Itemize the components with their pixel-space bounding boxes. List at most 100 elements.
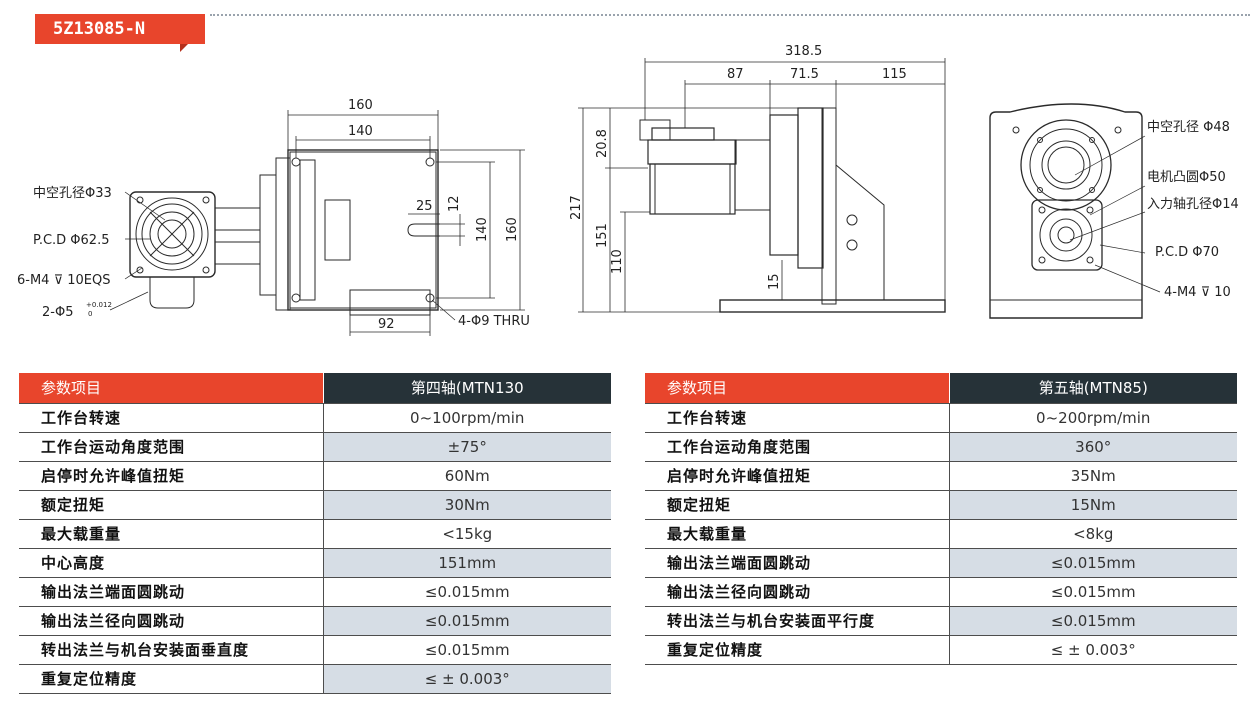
- param-value: 360°: [948, 432, 1237, 462]
- param-value: ≤0.015mm: [948, 577, 1237, 607]
- param-value: 30Nm: [322, 490, 611, 520]
- header-dotted-line: [210, 14, 1250, 16]
- callout-pin-tol-lower: 0: [88, 310, 92, 318]
- param-value: ≤ ± 0.003°: [322, 664, 611, 694]
- param-label: 额定扭矩: [645, 490, 949, 520]
- param-label: 重复定位精度: [645, 635, 949, 665]
- param-value: ±75°: [322, 432, 611, 462]
- param-label: 工作台运动角度范围: [19, 432, 323, 462]
- param-value: 0~100rpm/min: [322, 403, 611, 433]
- callout-4-phi9-thru: 4-Φ9 THRU: [458, 314, 530, 329]
- table-row: 输出法兰径向圆跳动≤0.015mm: [19, 606, 611, 636]
- header-param: 参数项目: [645, 373, 949, 404]
- callout-pcd-70: P.C.D Φ70: [1155, 245, 1219, 260]
- table-row: 最大载重量<8kg: [645, 519, 1237, 549]
- param-value: 151mm: [322, 548, 611, 578]
- callout-6-m4: 6-M4 ⊽ 10EQS: [17, 273, 110, 288]
- callout-hollow-48: 中空孔径 Φ48: [1147, 120, 1230, 135]
- param-value: <8kg: [948, 519, 1237, 549]
- param-label: 工作台转速: [645, 403, 949, 433]
- table-row: 重复定位精度≤ ± 0.003°: [19, 664, 611, 694]
- param-value: ≤0.015mm: [948, 606, 1237, 636]
- param-value: ≤0.015mm: [322, 606, 611, 636]
- param-label: 输出法兰端面圆跳动: [19, 577, 323, 607]
- param-label: 最大载重量: [19, 519, 323, 549]
- param-label: 输出法兰径向圆跳动: [19, 606, 323, 636]
- param-value: ≤ ± 0.003°: [948, 635, 1237, 665]
- callout-input-14: 入力轴孔径Φ14: [1147, 197, 1239, 212]
- table-row: 重复定位精度≤ ± 0.003°: [645, 635, 1237, 665]
- dim-115: 115: [882, 67, 907, 82]
- dim-140-side: 140: [475, 217, 490, 242]
- param-label: 最大载重量: [645, 519, 949, 549]
- dim-110: 110: [610, 249, 625, 274]
- param-value: ≤0.015mm: [948, 548, 1237, 578]
- drawing-side-view: [578, 58, 946, 313]
- callout-pin-tol-upper: +0.012: [86, 301, 112, 309]
- param-value: 60Nm: [322, 461, 611, 491]
- param-label: 输出法兰端面圆跳动: [645, 548, 949, 578]
- dim-71-5: 71.5: [790, 67, 819, 82]
- param-value: 35Nm: [948, 461, 1237, 491]
- model-number: 5Z13085-N: [53, 19, 146, 39]
- table-header-row: 参数项目 第四轴(MTN130: [19, 373, 611, 404]
- dim-160-top: 160: [348, 98, 373, 113]
- callout-pcd-62-5: P.C.D Φ62.5: [33, 233, 109, 248]
- dim-92: 92: [378, 317, 395, 332]
- dim-15: 15: [767, 273, 782, 290]
- table-row: 最大载重量<15kg: [19, 519, 611, 549]
- param-value: 15Nm: [948, 490, 1237, 520]
- table-row: 工作台运动角度范围±75°: [19, 432, 611, 462]
- param-label: 转出法兰与机台安装面垂直度: [19, 635, 323, 665]
- header-param: 参数项目: [19, 373, 323, 404]
- param-label: 工作台转速: [19, 403, 323, 433]
- param-label: 中心高度: [19, 548, 323, 578]
- drawing-5th-axis: [989, 103, 1161, 319]
- dim-160-side: 160: [505, 217, 520, 242]
- dim-140-top: 140: [348, 124, 373, 139]
- param-label: 重复定位精度: [19, 664, 323, 694]
- param-label: 工作台运动角度范围: [645, 432, 949, 462]
- drawing-4th-axis: [109, 110, 525, 336]
- table-row: 输出法兰端面圆跳动≤0.015mm: [19, 577, 611, 607]
- header-model: 第四轴(MTN130: [322, 373, 611, 404]
- dim-12: 12: [447, 195, 462, 212]
- callout-boss-50: 电机凸圆Φ50: [1147, 170, 1226, 185]
- param-label: 转出法兰与机台安装面平行度: [645, 606, 949, 636]
- dim-318-5: 318.5: [785, 44, 822, 59]
- callout-hollow-33: 中空孔径Φ33: [33, 186, 112, 201]
- model-badge: 5Z13085-N: [35, 14, 205, 44]
- param-value: 0~200rpm/min: [948, 403, 1237, 433]
- badge-tail: [180, 44, 188, 52]
- param-label: 额定扭矩: [19, 490, 323, 520]
- param-label: 输出法兰径向圆跳动: [645, 577, 949, 607]
- table-row: 输出法兰径向圆跳动≤0.015mm: [645, 577, 1237, 607]
- callout-2-phi5: 2-Φ5: [42, 305, 73, 320]
- param-value: <15kg: [322, 519, 611, 549]
- param-value: ≤0.015mm: [322, 635, 611, 665]
- table-row: 输出法兰端面圆跳动≤0.015mm: [645, 548, 1237, 578]
- technical-drawings: 160 140 25 92 12 140 160 318.5 87 71.5 1…: [17, 44, 1239, 336]
- table-row: 转出法兰与机台安装面平行度≤0.015mm: [645, 606, 1237, 636]
- dim-20-8: 20.8: [595, 129, 610, 158]
- param-value: ≤0.015mm: [322, 577, 611, 607]
- dim-151: 151: [595, 223, 610, 248]
- callout-4-m4: 4-M4 ⊽ 10: [1164, 285, 1231, 300]
- table-header-row: 参数项目 第五轴(MTN85): [645, 373, 1237, 404]
- table-row: 转出法兰与机台安装面垂直度≤0.015mm: [19, 635, 611, 665]
- header-model: 第五轴(MTN85): [948, 373, 1237, 404]
- dim-217: 217: [569, 195, 584, 220]
- param-label: 启停时允许峰值扭矩: [19, 461, 323, 491]
